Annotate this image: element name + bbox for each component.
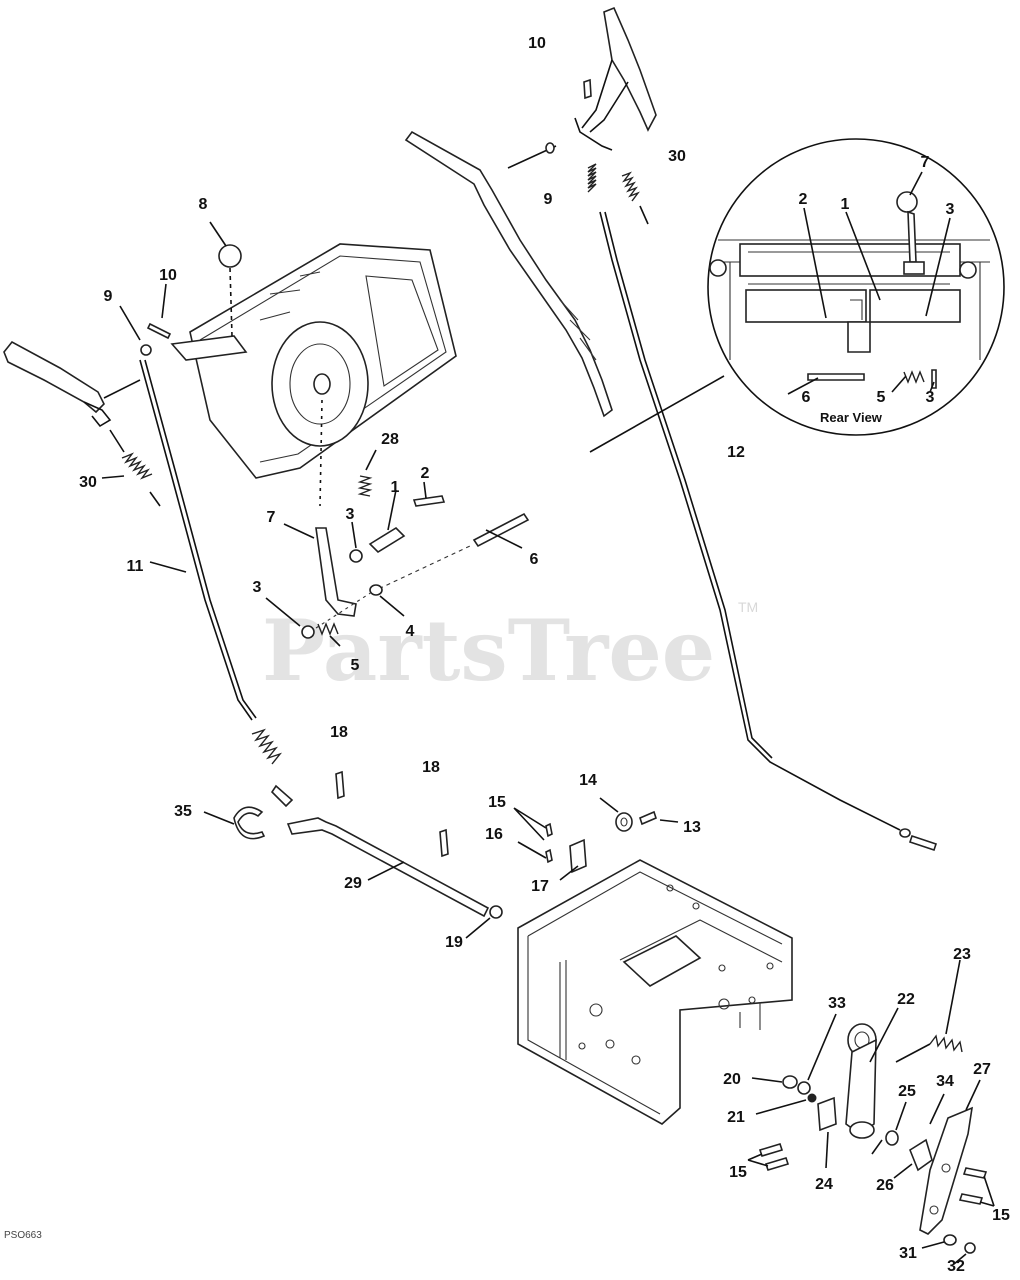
lower-linkage (203, 770, 679, 939)
callout-11: 11 (127, 558, 144, 575)
callout-30: 30 (668, 148, 686, 165)
inset-caption: Rear View (820, 410, 883, 425)
callout-22: 22 (897, 991, 915, 1008)
watermark-trademark: TM (738, 599, 758, 615)
callout-18: 18 (422, 759, 440, 776)
callout-12: 12 (727, 444, 745, 461)
callout-28: 28 (381, 431, 399, 448)
callout-3: 3 (253, 579, 262, 596)
callout-33: 33 (828, 995, 846, 1012)
callout-7: 7 (921, 154, 930, 171)
rear-view-inset: Rear View (707, 138, 1005, 436)
idler-assembly (747, 959, 995, 1265)
left-handle-assembly (3, 221, 457, 808)
callout-30: 30 (79, 474, 97, 491)
callout-3: 3 (346, 506, 355, 523)
callout-3: 3 (926, 389, 935, 406)
callout-35: 35 (174, 803, 192, 820)
callout-15: 15 (729, 1164, 747, 1181)
callout-23: 23 (953, 946, 971, 963)
callout-5: 5 (351, 657, 360, 674)
callout-17: 17 (531, 878, 549, 895)
callout-9: 9 (544, 191, 553, 208)
callout-25: 25 (898, 1083, 916, 1100)
callout-14: 14 (579, 772, 597, 789)
callout-19: 19 (445, 934, 463, 951)
callout-31: 31 (899, 1245, 917, 1262)
callout-8: 8 (199, 196, 208, 213)
callout-10: 10 (528, 35, 546, 52)
callout-15: 15 (992, 1207, 1010, 1224)
shift-lever-parts (265, 449, 530, 647)
callout-6: 6 (802, 389, 811, 406)
callout-2: 2 (799, 191, 808, 208)
frame-housing (517, 859, 793, 1125)
callout-4: 4 (406, 623, 415, 640)
watermark-brand: PartsTree (262, 601, 715, 700)
callout-10: 10 (159, 267, 177, 284)
right-handle-assembly (404, 6, 938, 852)
callout-18: 18 (330, 724, 348, 741)
figure-code: PSO663 (4, 1230, 42, 1241)
callout-3: 3 (946, 201, 955, 218)
callout-32: 32 (947, 1258, 965, 1275)
callout-26: 26 (876, 1177, 894, 1194)
callout-13: 13 (683, 819, 701, 836)
callout-6: 6 (530, 551, 539, 568)
callout-2: 2 (421, 465, 430, 482)
callout-5: 5 (877, 389, 886, 406)
callout-15: 15 (488, 794, 506, 811)
callout-1: 1 (391, 479, 400, 496)
callout-7: 7 (267, 509, 276, 526)
callout-9: 9 (104, 288, 113, 305)
callout-16: 16 (485, 826, 503, 843)
callout-29: 29 (344, 875, 362, 892)
callout-24: 24 (815, 1176, 833, 1193)
callout-1: 1 (841, 196, 850, 213)
callout-21: 21 (727, 1109, 745, 1126)
callout-20: 20 (723, 1071, 741, 1088)
callout-34: 34 (936, 1073, 954, 1090)
callout-27: 27 (973, 1061, 991, 1078)
